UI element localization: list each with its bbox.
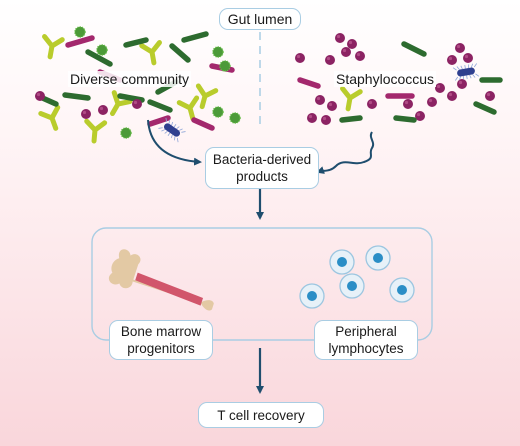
arrow-staph-to-products — [316, 131, 375, 174]
arrow-diverse-to-products — [147, 119, 202, 166]
cell-compartment-frame — [91, 227, 433, 341]
bacteria-products-line2: products — [236, 169, 288, 184]
diverse-community-bacteria — [35, 26, 241, 143]
bone-marrow-progenitors-box: Bone marrow progenitors — [109, 320, 213, 360]
bacteria-derived-products-box: Bacteria-derived products — [205, 147, 319, 189]
bone-marrow-line2: progenitors — [127, 341, 195, 356]
staphylococcus-label: Staphylococcus — [334, 71, 437, 87]
bacteria-products-line1: Bacteria-derived — [212, 152, 312, 167]
peripheral-lymphocytes-box: Peripheral lymphocytes — [314, 320, 418, 360]
peripheral-line1: Peripheral — [335, 324, 397, 339]
gut-lumen-label: Gut lumen — [219, 8, 301, 30]
t-cell-recovery-box: T cell recovery — [198, 402, 324, 428]
bone-marrow-graphic — [108, 249, 214, 311]
diverse-community-label: Diverse community — [68, 71, 192, 87]
peripheral-line2: lymphocytes — [328, 341, 404, 356]
staphylococcus-bacteria — [295, 33, 503, 125]
bone-marrow-line1: Bone marrow — [120, 324, 202, 339]
